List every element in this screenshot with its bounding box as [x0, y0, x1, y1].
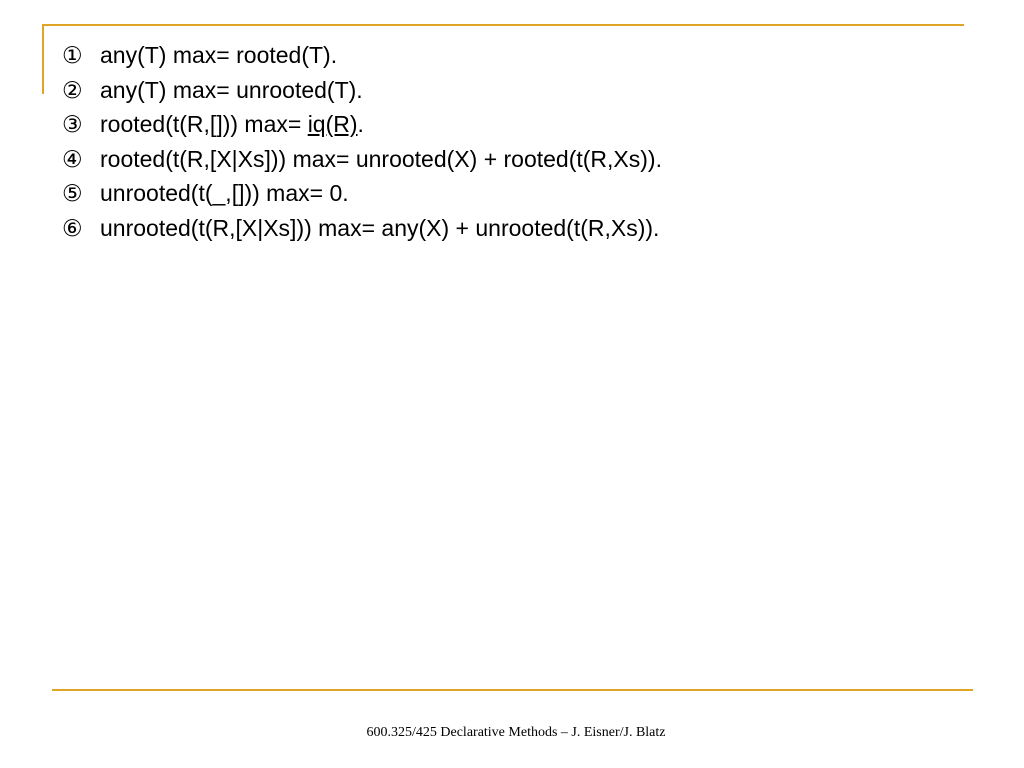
rule-text: unrooted(t(R,[X|Xs])) max= any(X) + unro… — [100, 214, 660, 241]
rule-item-1: ① any(T) max= rooted(T). — [62, 38, 662, 73]
rule-text: unrooted(t(_,[])) max= 0. — [100, 180, 349, 206]
footer: 600.325/425 Declarative Methods – J. Eis… — [0, 725, 1024, 741]
rule-text: rooted(t(R,[])) max= — [100, 111, 308, 137]
footer-text: 600.325/425 Declarative Methods – J. Eis… — [366, 725, 666, 740]
rule-text-end: . — [357, 111, 364, 137]
rule-number: ③ — [62, 112, 83, 138]
bottom-accent-rule — [52, 689, 973, 691]
rule-text: any(T) max= rooted(T). — [100, 42, 338, 68]
rule-text: rooted(t(R,[X|Xs])) max= unrooted(X) + r… — [100, 145, 662, 172]
rule-number: ① — [62, 43, 83, 69]
rule-item-4: ④ rooted(t(R,[X|Xs])) max= unrooted(X) + … — [62, 142, 662, 177]
rule-item-6: ⑥ unrooted(t(R,[X|Xs])) max= any(X) + unr… — [62, 211, 662, 246]
rule-number: ④ — [62, 146, 83, 173]
top-accent-rule — [42, 24, 964, 26]
rule-item-5: ⑤ unrooted(t(_,[])) max= 0. — [62, 176, 662, 211]
rule-text: any(T) max= unrooted(T). — [100, 76, 363, 103]
rule-item-3: ③ rooted(t(R,[])) max= iq(R). — [62, 107, 662, 142]
rule-number: ⑥ — [62, 215, 83, 242]
rule-link-iq[interactable]: iq(R) — [307, 111, 358, 137]
rule-list: ① any(T) max= rooted(T). ② any(T) max= unr… — [62, 38, 662, 245]
left-accent-rule — [42, 24, 44, 94]
rule-number: ② — [62, 77, 83, 104]
rule-item-2: ② any(T) max= unrooted(T). — [62, 73, 662, 108]
rule-number: ⑤ — [62, 181, 83, 207]
